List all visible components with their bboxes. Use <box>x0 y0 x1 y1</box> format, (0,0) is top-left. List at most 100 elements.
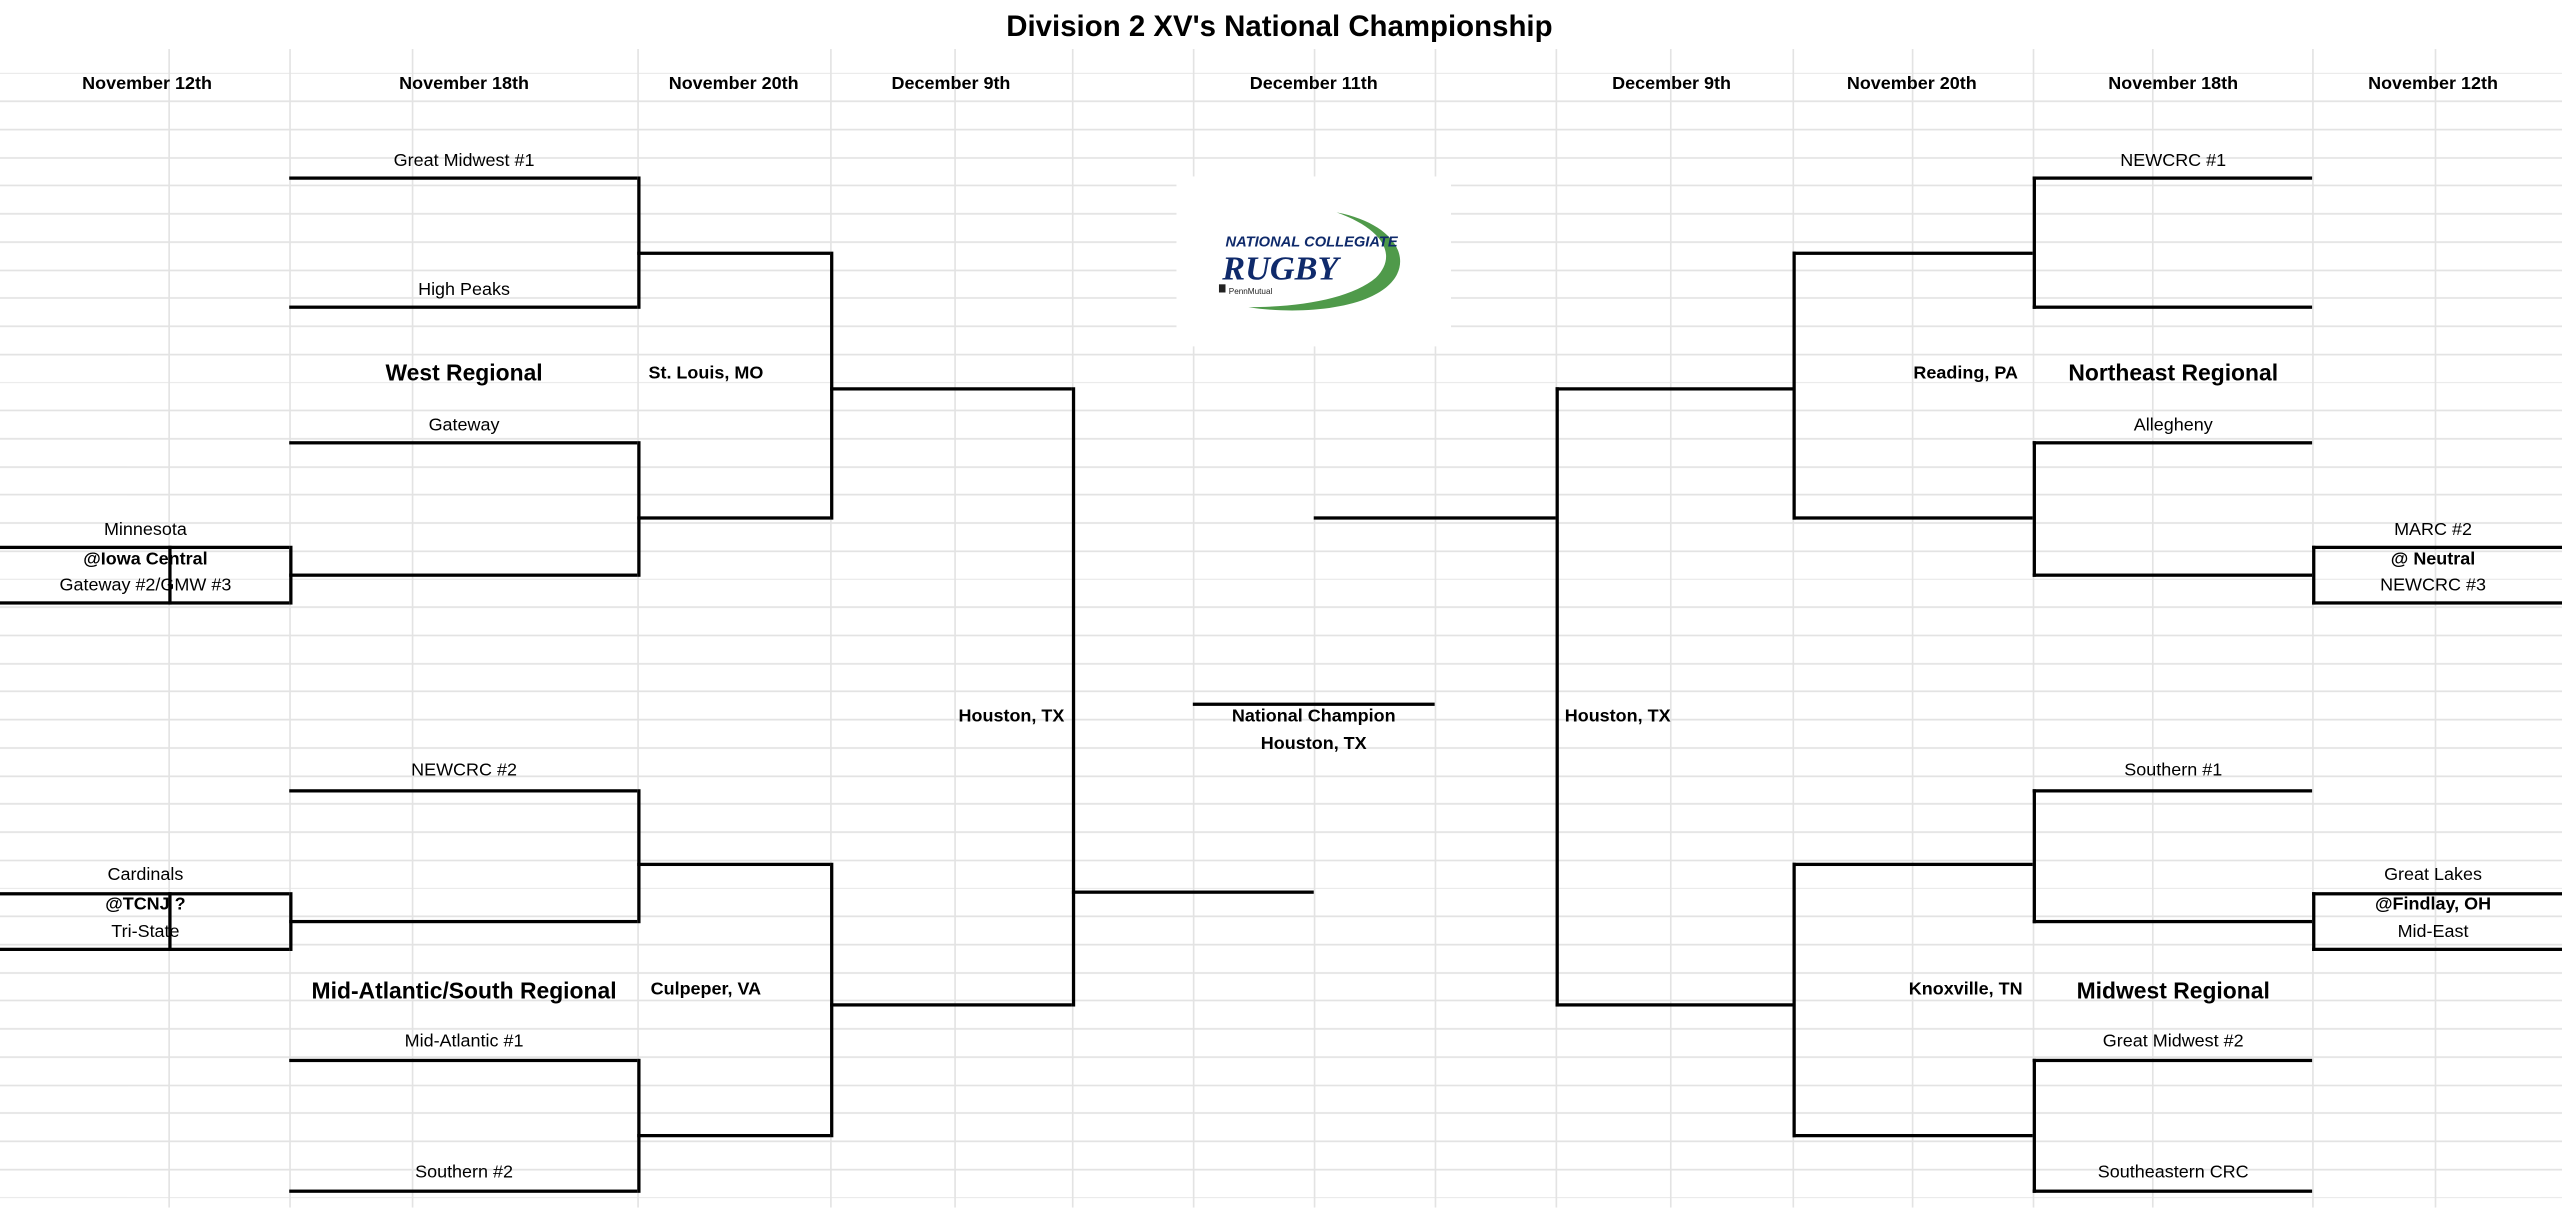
bracket-line <box>0 947 290 951</box>
venue-label: Houston, TX <box>1564 706 1671 727</box>
date-header: November 20th <box>1846 74 1977 94</box>
svg-text:NATIONAL COLLEGIATE: NATIONAL COLLEGIATE <box>1226 235 1399 251</box>
date-header: November 20th <box>668 74 799 94</box>
bracket-line <box>289 545 292 604</box>
bracket-line <box>0 601 290 604</box>
region-label: Midwest Regional <box>2076 977 2270 1004</box>
bracket-line <box>1792 251 1795 519</box>
team-slot[interactable]: Southern #1 <box>2124 760 2223 781</box>
bracket-line <box>2312 947 2562 951</box>
bracket-line <box>289 441 638 444</box>
playin-team[interactable]: Gateway #2/GMW #3 <box>59 575 232 596</box>
svg-text:PennMutual: PennMutual <box>1229 287 1273 296</box>
venue-label: St. Louis, MO <box>648 363 764 384</box>
ncr-logo: NATIONAL COLLEGIATE RUGBY PennMutual <box>1176 176 1451 347</box>
svg-text:RUGBY: RUGBY <box>1221 249 1341 287</box>
grid-column-line <box>1792 0 1795 1208</box>
playin-team[interactable]: Minnesota <box>103 520 187 541</box>
bracket-line <box>637 176 640 309</box>
team-slot[interactable]: Mid-Atlantic #1 <box>404 1031 524 1052</box>
date-header: November 18th <box>399 74 529 94</box>
bracket-line <box>2312 545 2315 604</box>
rugby-logo-icon: NATIONAL COLLEGIATE RUGBY PennMutual <box>1218 212 1401 311</box>
bracket-line <box>637 862 831 866</box>
bracket-line <box>637 789 640 923</box>
bracket-line <box>637 441 640 576</box>
bracket-line <box>0 892 290 895</box>
bracket-line <box>2032 789 2313 792</box>
bracket-line <box>637 251 831 255</box>
team-slot[interactable]: NEWCRC #2 <box>411 760 517 781</box>
bracket-line <box>1071 387 1075 1006</box>
playin-site: @ Neutral <box>2390 549 2476 570</box>
venue-label: Culpeper, VA <box>650 979 762 1000</box>
bracket-line <box>2032 919 2313 923</box>
bracket-line <box>830 251 833 519</box>
champion-venue: Houston, TX <box>1260 734 1367 755</box>
grid-column-line <box>954 0 956 1208</box>
playin-team[interactable]: NEWCRC #3 <box>2380 575 2486 596</box>
bracket-line <box>1555 387 1793 390</box>
bracket-line <box>1192 702 1435 706</box>
bracket-line <box>2312 892 2315 951</box>
region-label: West Regional <box>385 359 543 386</box>
bracket-line <box>0 545 290 549</box>
bracket-line <box>2032 789 2036 923</box>
bracket-line <box>2032 176 2036 309</box>
bracket-line <box>289 573 638 576</box>
venue-label: Reading, PA <box>1913 363 2018 384</box>
bracket-line <box>2032 1189 2313 1193</box>
grid-column-line <box>2434 0 2437 1208</box>
bracket-line <box>168 892 171 951</box>
playin-team[interactable]: Mid-East <box>2397 922 2469 943</box>
venue-label: Houston, TX <box>958 706 1065 727</box>
playin-team[interactable]: Cardinals <box>107 865 184 885</box>
grid-column-line <box>2032 0 2035 1208</box>
bracket-line <box>289 789 638 792</box>
date-header: November 12th <box>82 74 212 94</box>
grid-column-line <box>1669 0 1672 1208</box>
region-label: Mid-Atlantic/South Regional <box>311 977 617 1004</box>
date-header: November 18th <box>2108 74 2239 94</box>
bracket-line <box>830 1003 1072 1006</box>
playin-team[interactable]: MARC #2 <box>2394 520 2472 541</box>
team-slot[interactable]: High Peaks <box>418 280 511 300</box>
bracket-line <box>2312 892 2562 895</box>
bracket-line <box>1792 862 2033 866</box>
bracket-line <box>2032 441 2036 576</box>
playin-team[interactable]: Great Lakes <box>2384 865 2482 885</box>
bracket-line <box>2032 176 2313 179</box>
team-slot[interactable]: Allegheny <box>2133 415 2213 436</box>
bracket-line <box>830 387 1072 390</box>
bracket-line <box>1313 516 1556 519</box>
playin-site: @Iowa Central <box>83 549 208 570</box>
bracket-line <box>2032 1058 2036 1193</box>
grid-column-line <box>1192 0 1195 1208</box>
bracket-line <box>1555 1003 1793 1006</box>
team-slot[interactable]: NEWCRC #1 <box>2120 151 2227 171</box>
playin-team[interactable]: Tri-State <box>111 922 180 943</box>
bracket-line <box>637 516 831 519</box>
bracket-line <box>2312 545 2562 549</box>
grid-column-line <box>168 0 170 1208</box>
bracket-line <box>1792 516 2033 519</box>
grid-column-line <box>1911 0 1914 1208</box>
team-slot[interactable]: Great Midwest #2 <box>2102 1031 2244 1052</box>
grid-column-line <box>1313 0 1316 1208</box>
bracket-line <box>2032 305 2313 309</box>
champion-label: National Champion <box>1231 706 1396 727</box>
bracket-line <box>637 1058 640 1193</box>
bracket-line <box>2032 573 2313 576</box>
grid-column-line <box>1434 0 1437 1208</box>
bracket-line <box>2032 441 2313 444</box>
team-slot[interactable]: Southeastern CRC <box>2097 1162 2249 1183</box>
team-slot[interactable]: Gateway <box>428 415 500 436</box>
team-slot[interactable]: Great Midwest #1 <box>393 151 535 171</box>
date-header: December 9th <box>891 74 1011 94</box>
date-header: November 12th <box>2368 74 2498 94</box>
bracket-line <box>2032 1058 2313 1062</box>
page-title: Division 2 XV's National Championship <box>1006 9 1553 43</box>
team-slot[interactable]: Southern #2 <box>415 1162 514 1183</box>
region-label: Northeast Regional <box>2068 359 2279 386</box>
